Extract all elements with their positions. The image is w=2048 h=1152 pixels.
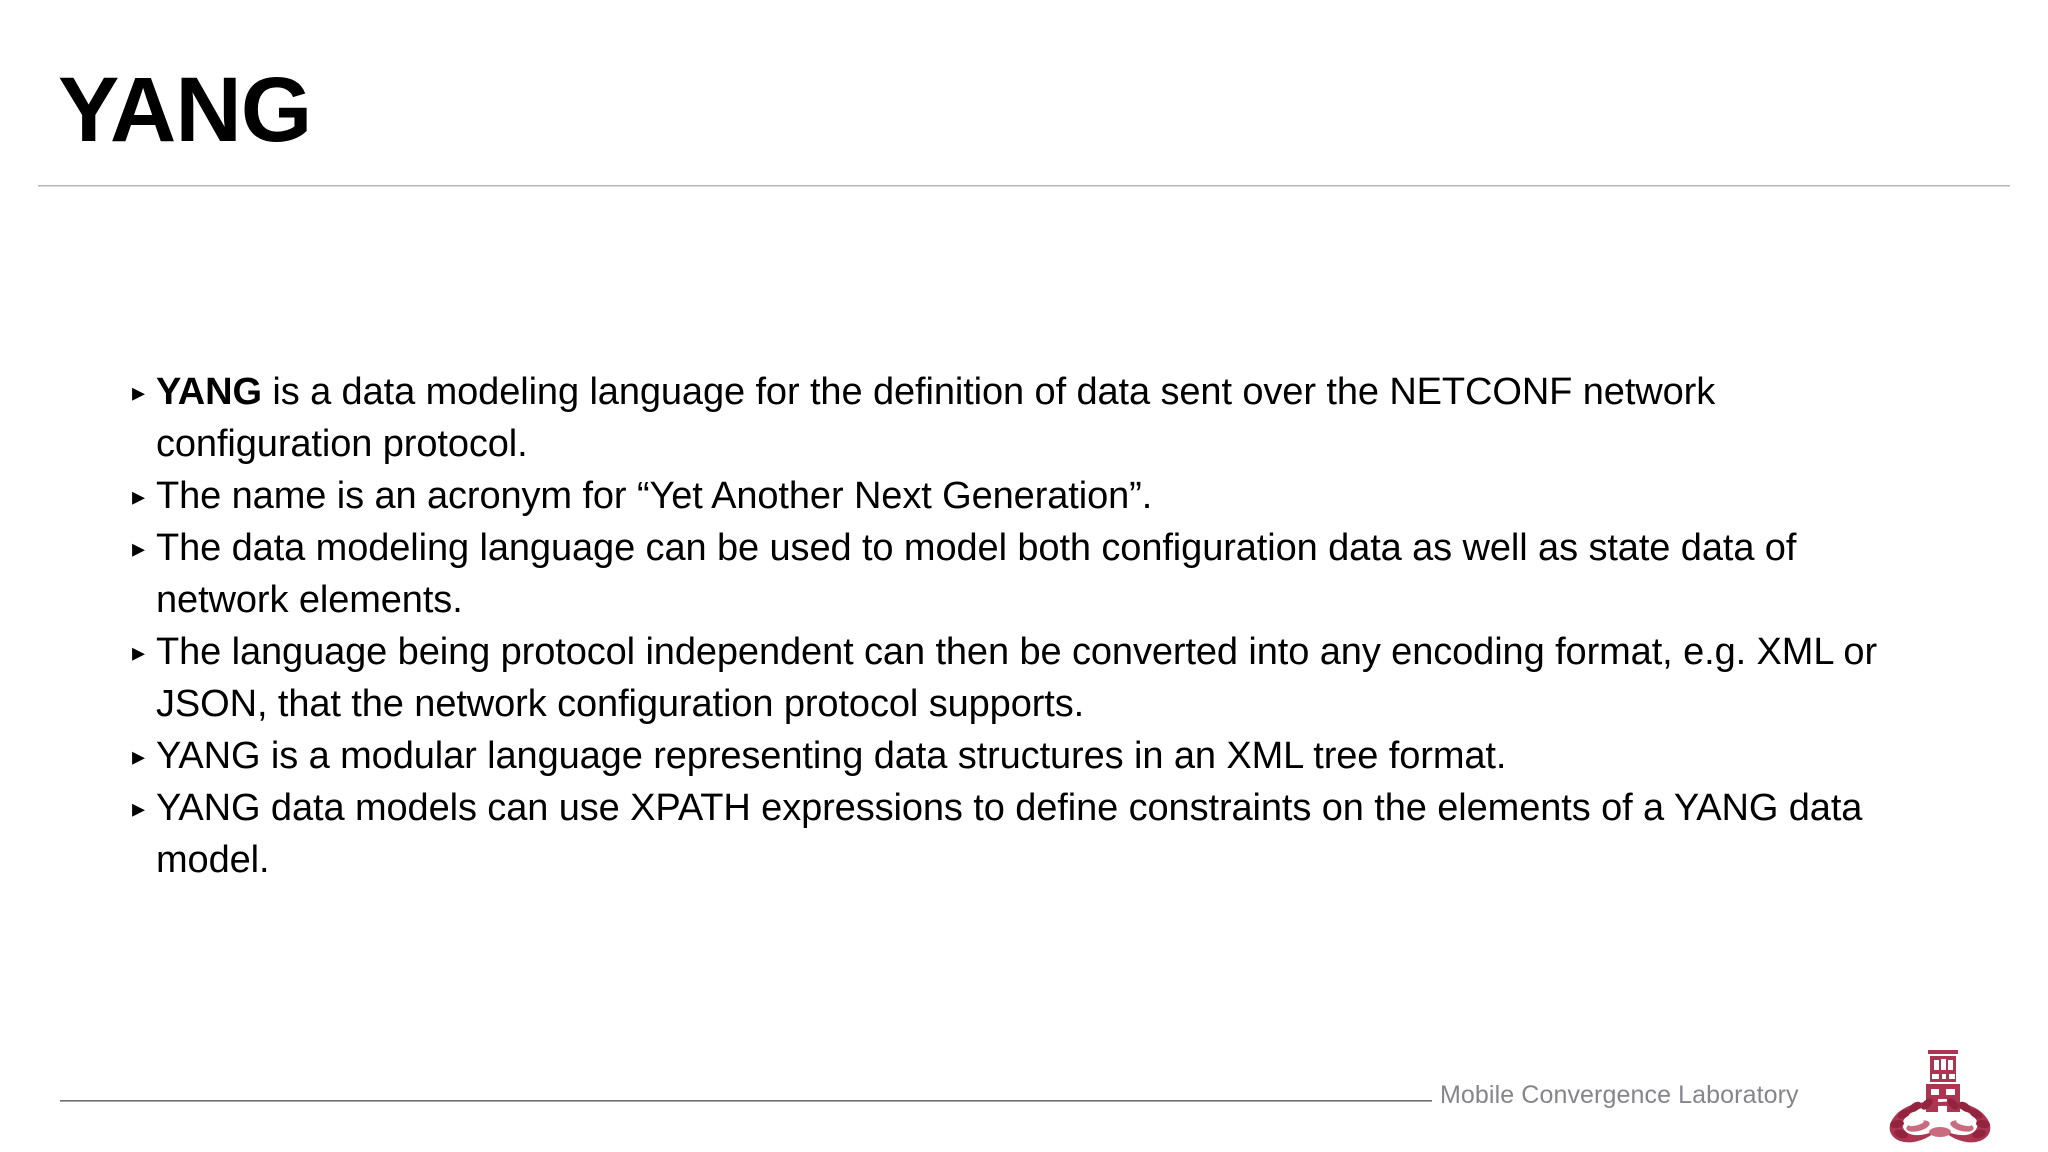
list-item-text: YANG data models can use XPATH expressio…: [156, 782, 1918, 886]
bullet-triangle-icon: ▸: [132, 533, 146, 563]
footer-label: Mobile Convergence Laboratory: [1440, 1081, 1799, 1109]
list-item-lead: YANG: [156, 371, 262, 413]
list-item-text: The name is an acronym for “Yet Another …: [156, 470, 1918, 522]
page-title: YANG: [58, 59, 312, 161]
bullet-list: ▸ YANG is a data modeling language for t…: [128, 366, 1918, 886]
bullet-triangle-icon: ▸: [132, 481, 146, 511]
list-item-body: The language being protocol independent …: [156, 631, 1877, 725]
mobile-convergence-laboratory-logo-icon: [1882, 1044, 2002, 1148]
list-item-body: YANG data models can use XPATH expressio…: [156, 787, 1863, 881]
bullet-triangle-icon: ▸: [132, 741, 146, 771]
list-item-text: The data modeling language can be used t…: [156, 522, 1918, 626]
list-item-text: YANG is a data modeling language for the…: [156, 366, 1918, 470]
list-item-body: is a data modeling language for the defi…: [156, 371, 1716, 465]
list-item-text: YANG is a modular language representing …: [156, 730, 1918, 782]
bullet-triangle-icon: ▸: [132, 637, 146, 667]
list-item: ▸ The language being protocol independen…: [128, 626, 1918, 730]
title-divider: [38, 185, 2010, 187]
bullet-triangle-icon: ▸: [132, 377, 146, 407]
list-item: ▸ YANG is a data modeling language for t…: [128, 366, 1918, 470]
list-item-text: The language being protocol independent …: [156, 626, 1918, 730]
list-item-body: The name is an acronym for “Yet Another …: [156, 475, 1153, 517]
list-item: ▸ The name is an acronym for “Yet Anothe…: [128, 470, 1918, 522]
list-item-body: YANG is a modular language representing …: [156, 735, 1507, 777]
list-item: ▸ YANG is a modular language representin…: [128, 730, 1918, 782]
bullet-triangle-icon: ▸: [132, 793, 146, 823]
list-item-body: The data modeling language can be used t…: [156, 527, 1797, 621]
footer-divider: [60, 1100, 1432, 1102]
list-item: ▸ YANG data models can use XPATH express…: [128, 782, 1918, 886]
list-item: ▸ The data modeling language can be used…: [128, 522, 1918, 626]
